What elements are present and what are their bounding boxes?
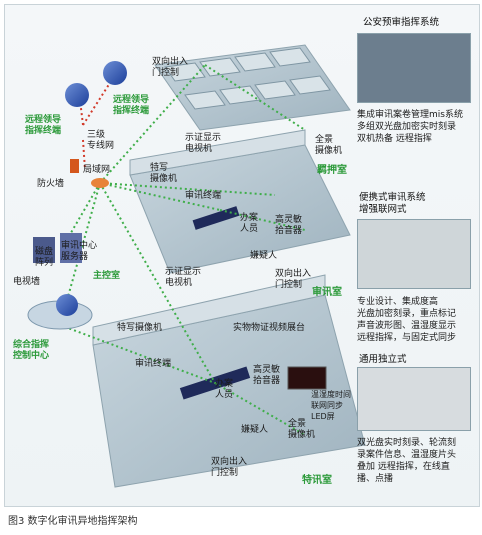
room2-terminal-label: 审讯终端 — [135, 359, 172, 369]
panel-title-3: 通用独立式 — [359, 354, 407, 365]
disk-array-icon — [33, 237, 55, 263]
led-screen — [287, 366, 327, 390]
room1-closeup-camera-label: 特写 摄像机 — [150, 163, 178, 184]
special-room-wall — [92, 274, 326, 346]
room2-officer-label: 办案 人员 — [215, 379, 234, 400]
interrogation-room-label: 审讯室 — [312, 287, 342, 298]
lan-hub-icon — [91, 178, 109, 188]
special-room-label: 特讯室 — [302, 475, 332, 486]
panel-text-3: 双光盘实时刻录、轮流刻 录案件信息、温湿度片头 叠加 远程指挥，在线直 播、点播 — [357, 438, 457, 484]
standalone-system-photo — [357, 367, 471, 431]
room2-led-label: 温湿度时间 联网同步 LED屏 — [311, 390, 351, 421]
holding-room-cells — [164, 47, 331, 110]
firewall-label: 防火墙 — [37, 179, 65, 189]
tv-wall-label: 电视墙 — [13, 277, 41, 287]
server-icon — [60, 233, 82, 263]
remote-terminal-globe-1 — [65, 83, 89, 107]
command-system-screenshot — [357, 33, 471, 103]
room1-pano-camera-label: 全景 摄像机 — [315, 135, 343, 156]
panel-title-2a: 便携式审讯系统 — [359, 192, 426, 203]
room1-display-tv-label: 示证显示 电视机 — [185, 133, 222, 154]
disk-array-label: 磁盘 阵列 — [35, 247, 54, 268]
room2-mic-label: 高灵敏 拾音器 — [253, 365, 281, 386]
interrogation-room-wall — [129, 129, 306, 176]
room1-door2-label: 双向出入 门控制 — [275, 269, 312, 290]
room1-officer-label: 办案 人员 — [240, 213, 259, 234]
tv-wall-globe — [56, 294, 78, 316]
room1-suspect-label: 嫌疑人 — [250, 251, 278, 261]
remote-terminal-label-1: 远程领导 指挥终端 — [25, 115, 62, 136]
room2-closeup-camera-label: 特写摄像机 — [117, 323, 163, 333]
panel-title-1: 公安预审指挥系统 — [363, 17, 440, 28]
interrogation-desk — [192, 206, 240, 230]
line-net-label: 三级 专线网 — [87, 130, 115, 151]
holding-room-label: 羁押室 — [317, 165, 347, 176]
figure-caption: 图3 数字化审讯异地指挥架构 — [8, 516, 138, 527]
room2-display-tv-label: 示证显示 电视机 — [165, 267, 202, 288]
network-links — [59, 64, 306, 436]
room2-suspect-label: 嫌疑人 — [241, 425, 269, 435]
firewall-icon — [70, 159, 79, 173]
remote-terminal-globe-2 — [103, 61, 127, 85]
room2-pano-camera-label: 全景 摄像机 — [288, 419, 316, 440]
room1-door-label: 双向出入 门控制 — [152, 57, 189, 78]
main-room-label: 主控室 — [93, 271, 121, 281]
room1-terminal-label: 审讯终端 — [185, 191, 222, 201]
portable-system-photo — [357, 219, 471, 289]
command-center-label: 综合指挥 控制中心 — [13, 340, 50, 361]
panel-text-2: 专业设计、集成度高 光盘加密刻录，重点标记 声音波形图、温湿度显示 远程指挥，与… — [357, 297, 457, 343]
panel-title-2b: 增强联网式 — [359, 204, 407, 215]
remote-terminal-label-2: 远程领导 指挥终端 — [113, 95, 150, 116]
panel-text-1: 集成审讯案卷管理mis系统 多组双光盘加密实时刻录 双机热备 远程指挥 — [357, 110, 463, 144]
lan-label: 局域网 — [83, 165, 111, 175]
room2-door-label: 双向出入 门控制 — [211, 457, 248, 478]
server-label: 审讯中心 服务器 — [61, 241, 98, 262]
architecture-diagram — [27, 44, 366, 488]
diagram-frame: 远程领导 指挥终端 远程领导 指挥终端 三级 专线网 防火墙 局域网 磁盘 阵列… — [4, 4, 480, 507]
room2-evidence-booth-label: 实物物证视频展台 — [233, 323, 306, 333]
room1-mic-label: 高灵敏 拾音器 — [275, 215, 303, 236]
